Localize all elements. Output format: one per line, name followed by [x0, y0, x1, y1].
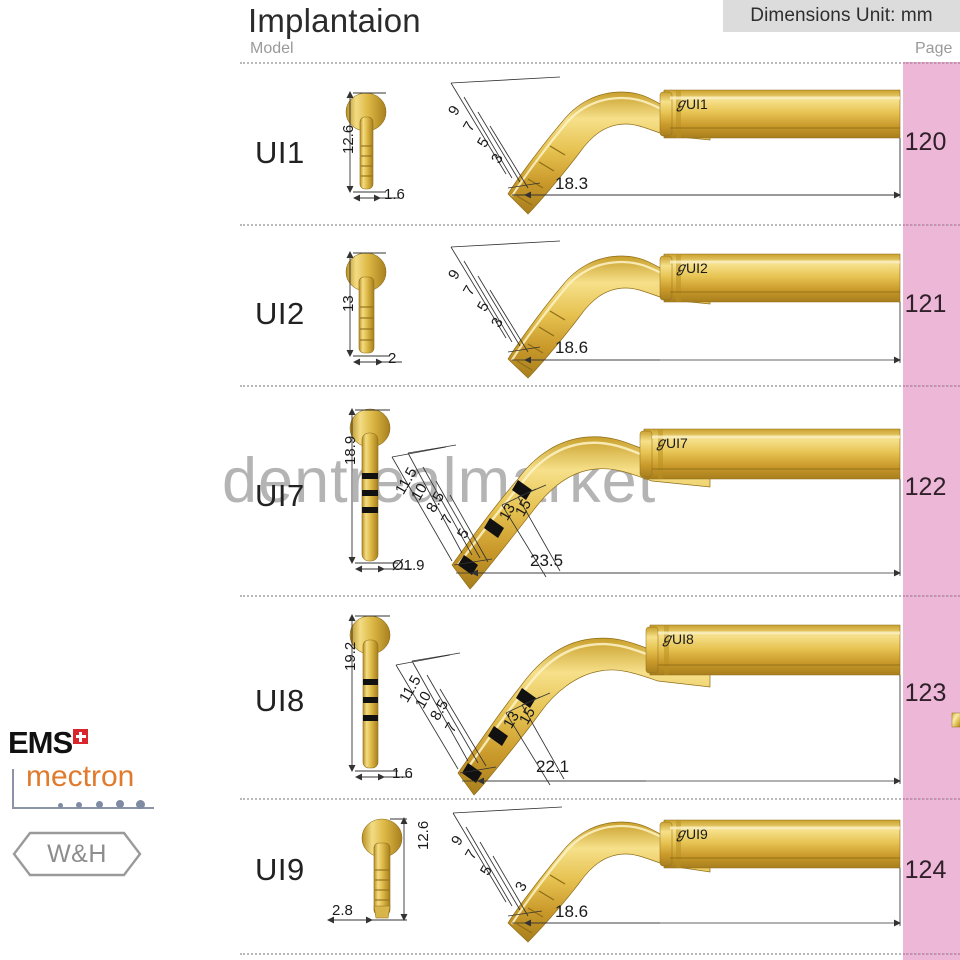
mectron-dot	[116, 800, 124, 808]
separator-bottom-pink	[903, 953, 960, 955]
dim-total-length: 18.6	[555, 902, 589, 921]
page-number: 121	[904, 290, 947, 318]
logo-wh-frame	[12, 831, 142, 877]
dim-total-length: 18.6	[555, 338, 589, 357]
tip-engraving: UI1	[686, 96, 708, 112]
page-title: Implantaion	[248, 2, 421, 39]
swiss-cross-icon	[73, 729, 89, 744]
table-row: UI7	[240, 385, 960, 595]
dimensions-unit-label: Dimensions Unit: mm	[750, 5, 933, 26]
svg-text:ℊ: ℊ	[674, 95, 688, 112]
separator-top	[240, 62, 960, 64]
separator-2	[240, 385, 960, 387]
svg-text:UI2: UI2	[686, 260, 708, 276]
dimensions-unit-band: Dimensions Unit: mm	[723, 0, 960, 32]
svg-text:UI7: UI7	[666, 435, 688, 451]
drawing-ui8: ℊ UI8	[348, 613, 901, 796]
page-number: 122	[904, 473, 947, 501]
model-label: UI9	[255, 852, 305, 887]
svg-text:UI9: UI9	[686, 826, 708, 842]
separator-3	[240, 595, 960, 597]
drawing-ui2: ℊ UI2	[345, 240, 901, 379]
logo-ems-text: EMS	[8, 725, 73, 760]
dim-front-height: 19.2	[342, 641, 359, 671]
brand-logos: EMS mectron W&H	[8, 725, 178, 877]
separator-2-pink	[903, 385, 960, 387]
model-label: UI2	[255, 296, 305, 331]
svg-text:ℊ: ℊ	[674, 825, 688, 842]
logo-wh-text: W&H	[47, 839, 107, 868]
table-row: UI8	[240, 595, 960, 798]
separator-4	[240, 798, 960, 800]
dim-front-height: 12.6	[340, 124, 357, 154]
svg-text:ℊ: ℊ	[660, 630, 674, 647]
dim-total-length: 18.3	[555, 174, 589, 193]
dim-front-width: 2.8	[332, 902, 353, 919]
svg-text:UI8: UI8	[672, 631, 694, 647]
dim-total-length: 22.1	[536, 757, 570, 776]
column-header-page: Page	[915, 40, 953, 57]
separator-3-pink	[903, 595, 960, 597]
dim-front-height: 18.9	[342, 435, 359, 465]
mectron-dot	[76, 802, 82, 808]
page-number-column	[903, 62, 960, 960]
page-number: 124	[904, 856, 947, 884]
separator-bottom	[240, 953, 960, 955]
page-number: 120	[904, 128, 947, 156]
dim-front-height: 13	[340, 295, 357, 312]
separator-1-pink	[903, 224, 960, 226]
dim-front-width: 1.6	[384, 186, 405, 203]
mectron-rule	[12, 769, 14, 809]
dim-total-length: 23.5	[530, 551, 564, 570]
drawing-ui9: ℊ UI9	[326, 806, 901, 943]
model-label: UI7	[255, 478, 305, 513]
dim-front-height: 12.6	[415, 820, 432, 850]
dim-front-width: 1.6	[392, 765, 413, 782]
model-label: UI1	[255, 135, 305, 170]
table-row: UI1	[240, 62, 960, 224]
separator-1	[240, 224, 960, 226]
svg-text:ℊ: ℊ	[654, 434, 668, 451]
mectron-dot	[58, 803, 63, 808]
logo-mectron-text: mectron	[26, 760, 135, 793]
mectron-dot	[136, 800, 145, 809]
drawing-ui7: ℊ UI7	[348, 407, 901, 590]
page-number: 123	[904, 679, 947, 707]
mectron-baseline	[12, 807, 154, 809]
separator-top-pink	[903, 62, 960, 64]
separator-4-pink	[903, 798, 960, 800]
logo-ems: EMS	[8, 725, 178, 761]
model-label: UI8	[255, 683, 305, 718]
table-row: UI2	[240, 224, 960, 385]
mectron-dot	[96, 801, 103, 808]
drawing-ui1: ℊ UI1	[345, 76, 902, 215]
dim-front-width: 2	[388, 350, 397, 367]
dim-front-width: Ø1.9	[392, 557, 425, 574]
column-header-model: Model	[250, 40, 294, 57]
table-row: UI9	[240, 798, 960, 953]
svg-text:ℊ: ℊ	[674, 259, 688, 276]
